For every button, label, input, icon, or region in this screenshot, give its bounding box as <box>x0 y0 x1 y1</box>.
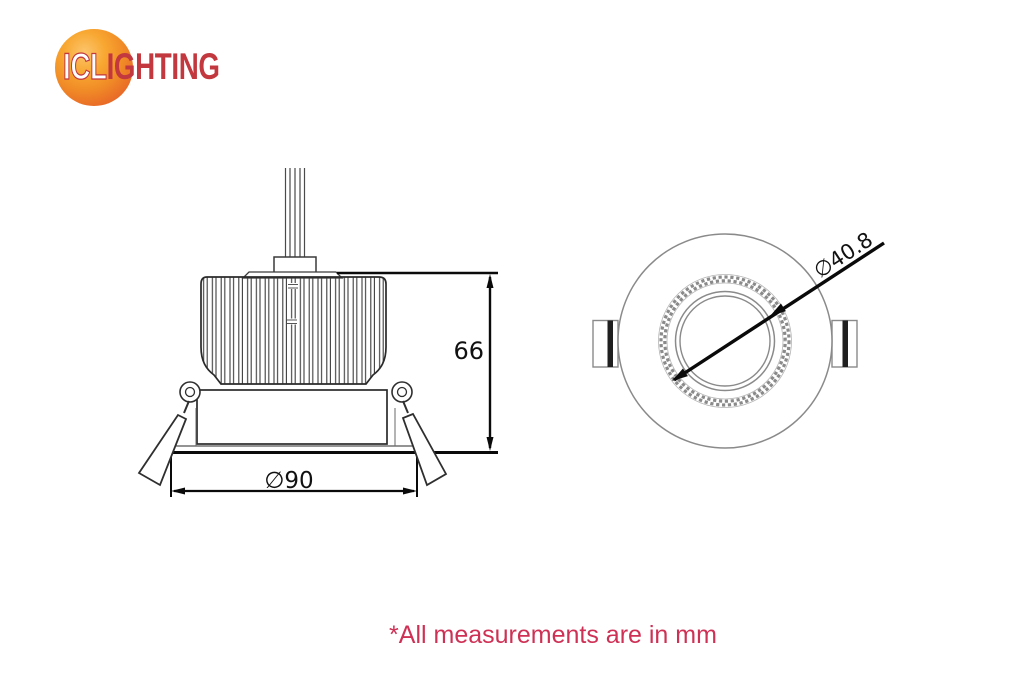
clip-arm <box>401 412 448 487</box>
arrowhead-lower <box>672 368 688 381</box>
heatsink-center-marks <box>287 283 299 325</box>
brand-wordmark: ICLIGHTING <box>63 46 220 87</box>
mounting-tab-right <box>831 319 858 368</box>
top-view: ∅40.8 <box>592 227 885 449</box>
tab-outline <box>592 319 619 368</box>
clip-link <box>183 400 190 414</box>
tab-bar <box>607 320 613 367</box>
heatsink-fins <box>201 277 386 384</box>
tab-bar <box>842 320 848 367</box>
arrowhead-left <box>171 487 185 495</box>
height-label: 66 <box>453 337 484 365</box>
arrowhead-down <box>486 437 494 451</box>
spring-clip-right <box>391 381 448 487</box>
lens-bezel-inner <box>679 295 771 387</box>
knurl-ring-outer <box>659 275 791 407</box>
arrowhead-upper <box>770 303 786 316</box>
lens-bezel-outer <box>674 290 776 392</box>
measurements-note: *All measurements are in mm <box>389 621 717 649</box>
heatsink-outline <box>200 276 387 385</box>
clip-link <box>402 400 409 414</box>
lamp-body <box>196 389 388 445</box>
clip-arm <box>137 413 188 487</box>
brand-wordmark-highlight: ICL <box>63 46 108 87</box>
clip-ring-inner <box>396 386 408 398</box>
knurl-ring-inner <box>663 279 787 403</box>
cutout-diameter-dimension: ∅90 <box>171 468 417 495</box>
cable <box>284 168 306 257</box>
arrowhead-right <box>403 487 417 495</box>
spring-clip-left <box>137 381 201 487</box>
clip-ring-inner <box>184 386 196 398</box>
arrowhead-up <box>486 274 494 288</box>
cutout-diameter-label: ∅90 <box>264 468 313 494</box>
heatsink-center-ticks <box>287 284 298 324</box>
mounting-tab-left <box>592 319 619 368</box>
brand-logo: ICLIGHTING <box>0 0 300 120</box>
cable-gland <box>273 256 317 274</box>
brand-logo-circle <box>55 29 133 106</box>
knurl-inner-edge <box>666 282 784 400</box>
knurl-outer-edge <box>658 274 792 408</box>
side-view: ∅90 66 <box>137 168 498 497</box>
height-dimension: 66 <box>337 271 498 451</box>
brand-wordmark-rest: IGHTING <box>106 46 220 87</box>
